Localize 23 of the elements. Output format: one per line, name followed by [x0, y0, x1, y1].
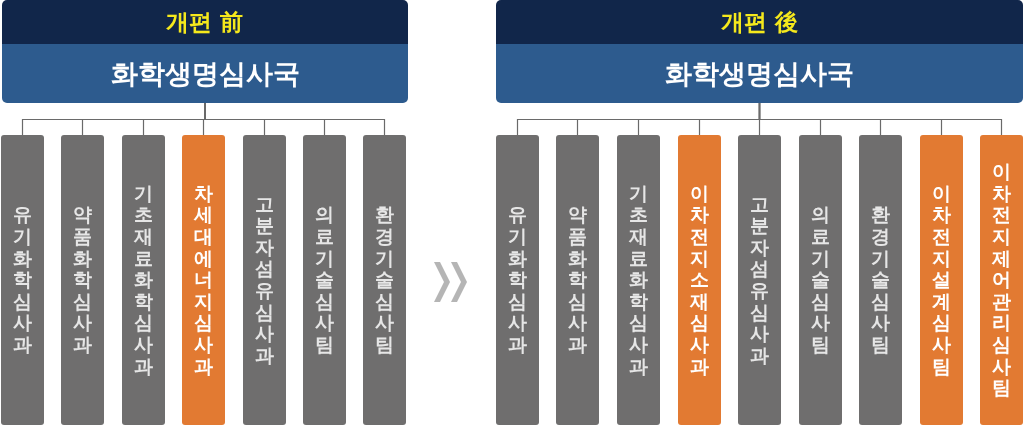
division-box: 유기화학심사과	[496, 135, 539, 425]
chevron-arrow	[434, 262, 467, 302]
division-box: 차세대에너지심사과	[182, 135, 225, 425]
division-box: 기초재료화학심사과	[617, 135, 660, 425]
connector-line	[758, 102, 1003, 136]
division-box: 약품화학심사과	[61, 135, 104, 425]
department-band: 화학생명심사국	[2, 44, 408, 103]
department-band: 화학생명심사국	[496, 44, 1023, 103]
heading-band: 개편 後	[496, 0, 1023, 44]
division-box: 환경기술심사팀	[859, 135, 902, 425]
division-box: 약품화학심사과	[556, 135, 599, 425]
division-box: 유기화학심사과	[1, 135, 44, 425]
division-box: 이차전지소재심사과	[678, 135, 721, 425]
division-box: 의료기술심사팀	[303, 135, 346, 425]
connector-line	[204, 102, 386, 136]
division-box: 이차전지설계심사팀	[920, 135, 963, 425]
division-box: 고분자섬유심사과	[243, 135, 286, 425]
division-box: 환경기술심사팀	[363, 135, 406, 425]
division-box: 고분자섬유심사과	[738, 135, 781, 425]
heading-band: 개편 前	[2, 0, 408, 44]
division-box: 기초재료화학심사과	[122, 135, 165, 425]
division-box: 의료기술심사팀	[799, 135, 842, 425]
division-box: 이차전지제어관리심사팀	[980, 135, 1023, 425]
